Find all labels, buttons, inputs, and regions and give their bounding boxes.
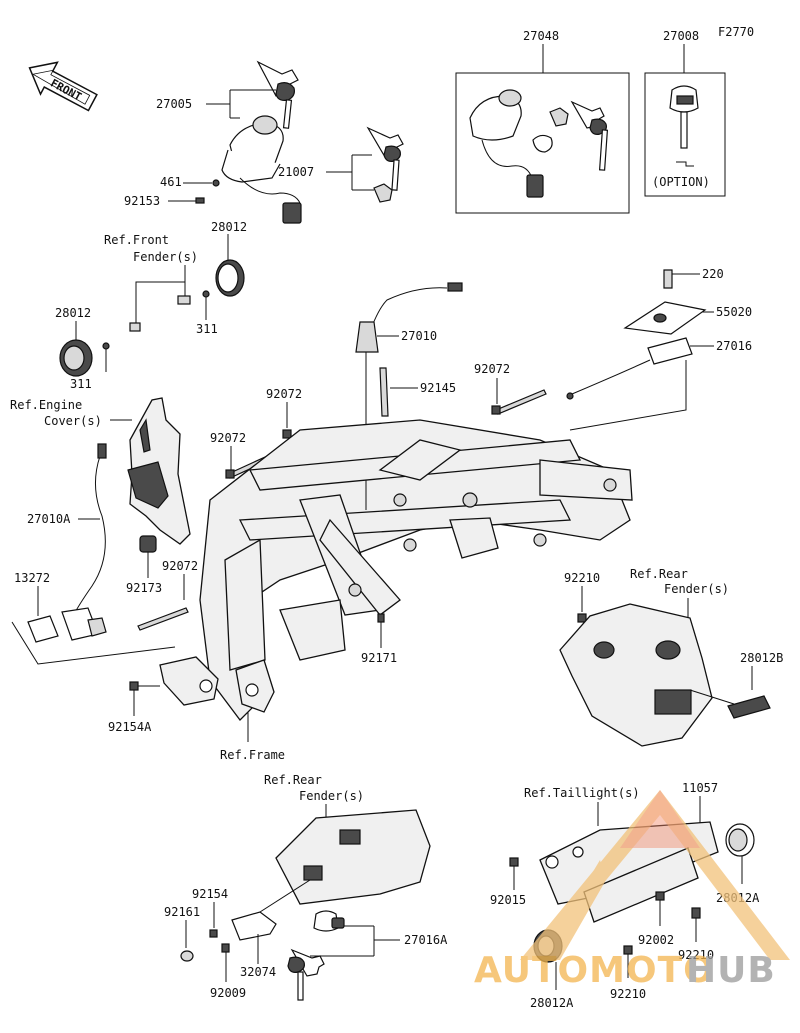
label-ref-rear-fender-2: Fender(s) [664, 582, 729, 596]
label-28012-b: 28012 [55, 306, 91, 320]
label-92009: 92009 [210, 986, 246, 1000]
lock-set-27048 [469, 89, 609, 198]
main-frame [199, 419, 633, 721]
label-ref-rear-fender-b1: Ref.Rear [264, 773, 322, 787]
front-arrow-icon: FRONT [28, 61, 98, 112]
label-ref-engine-2: Cover(s) [44, 414, 102, 428]
label-92161: 92161 [164, 905, 200, 919]
option-key-icon [669, 85, 699, 167]
watermark-text-a: AUTOMOTO [474, 950, 715, 991]
box-27008 [644, 72, 726, 197]
label-92072-d: 92072 [162, 559, 198, 573]
label-92145: 92145 [420, 381, 456, 395]
label-27016A: 27016A [404, 933, 448, 947]
label-28012B: 28012B [740, 651, 783, 665]
figure-code: F2770 [718, 25, 754, 39]
label-ref-frame: Ref.Frame [220, 748, 285, 762]
label-92210-c: 92210 [610, 987, 646, 1001]
bracket-left [159, 656, 219, 706]
label-27008: 27008 [663, 29, 699, 43]
label-92072-c: 92072 [210, 431, 246, 445]
watermark-logo: AUTOMOTO HUB [474, 790, 790, 991]
label-13272: 13272 [14, 571, 50, 585]
rear-fender-right [559, 603, 713, 747]
label-92210-b: 92210 [678, 948, 714, 962]
label-option: (OPTION) [652, 175, 710, 189]
label-92002: 92002 [638, 933, 674, 947]
bracket-32074 [231, 911, 277, 941]
label-92015: 92015 [490, 893, 526, 907]
label-92072-a: 92072 [474, 362, 510, 376]
label-92153: 92153 [124, 194, 160, 208]
reflector-icon-28012B [727, 695, 771, 719]
label-92154: 92154 [192, 887, 228, 901]
label-ref-front-fender-1: Ref.Front [104, 233, 169, 247]
switch-27016 [647, 337, 693, 365]
label-32074: 32074 [240, 965, 276, 979]
label-220: 220 [702, 267, 724, 281]
label-55020: 55020 [716, 305, 752, 319]
label-92173: 92173 [126, 581, 162, 595]
label-21007: 21007 [278, 165, 314, 179]
label-11057: 11057 [682, 781, 718, 795]
label-27048: 27048 [523, 29, 559, 43]
ignition-switch-assembly [221, 60, 302, 224]
label-27010: 27010 [401, 329, 437, 343]
label-311-b: 311 [70, 377, 92, 391]
label-ref-front-fender-2: Fender(s) [133, 250, 198, 264]
rear-fender-left [275, 809, 431, 905]
label-27016: 27016 [716, 339, 752, 353]
label-ref-rear-fender-1: Ref.Rear [630, 567, 688, 581]
watermark-text-b: HUB [686, 950, 776, 991]
label-92210-a: 92210 [564, 571, 600, 585]
label-311-a: 311 [196, 322, 218, 336]
label-ref-engine-1: Ref.Engine [10, 398, 82, 412]
label-28012-a: 28012 [211, 220, 247, 234]
key-set-21007 [366, 126, 404, 203]
label-92072-b: 92072 [266, 387, 302, 401]
label-27005: 27005 [156, 97, 192, 111]
label-ref-taillight: Ref.Taillight(s) [524, 786, 640, 800]
label-92171: 92171 [361, 651, 397, 665]
label-28012A-b: 28012A [530, 996, 574, 1010]
label-92154A: 92154A [108, 720, 152, 734]
label-27010A: 27010A [27, 512, 71, 526]
label-ref-rear-fender-b2: Fender(s) [299, 789, 364, 803]
label-461: 461 [160, 175, 182, 189]
